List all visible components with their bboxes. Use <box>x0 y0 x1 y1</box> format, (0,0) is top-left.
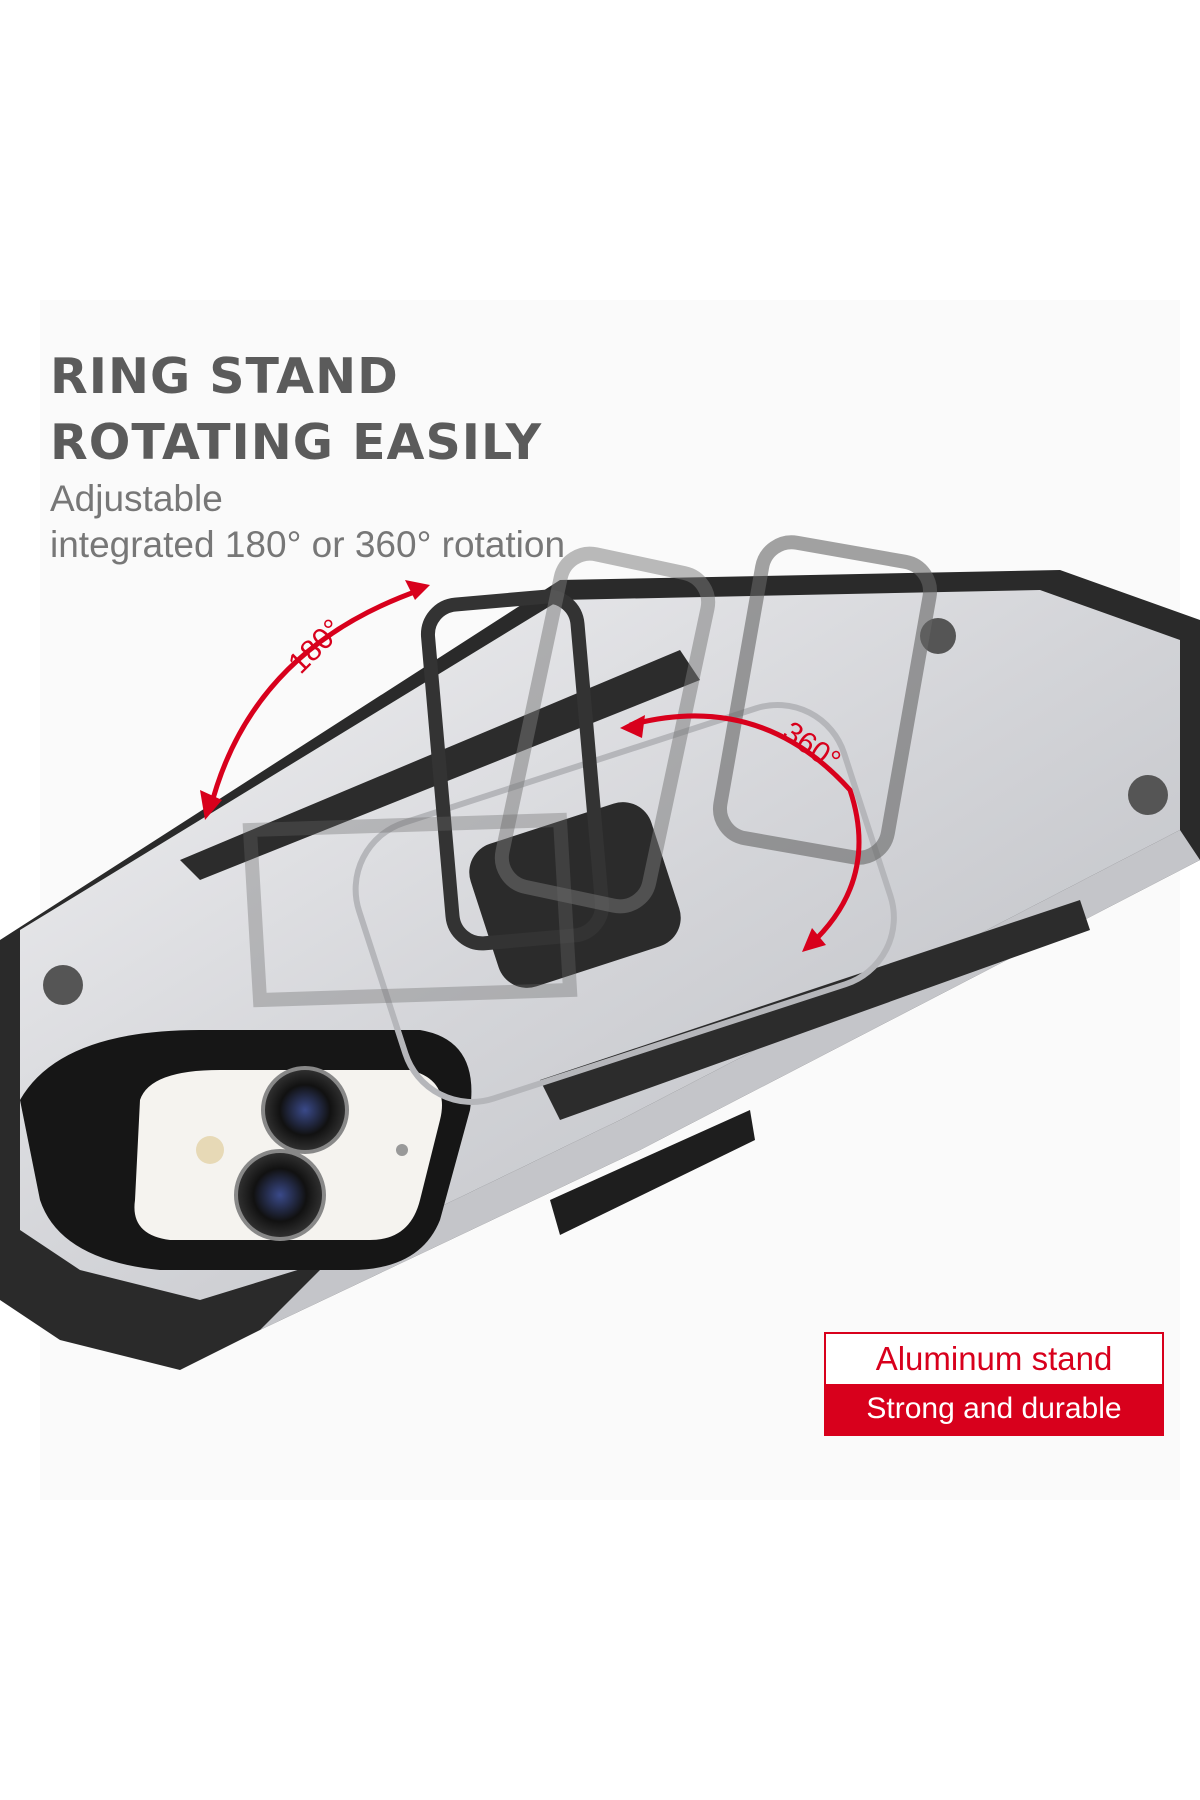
camera-lens <box>234 1149 326 1241</box>
arrow-head <box>620 715 645 738</box>
ring-frame <box>420 589 610 951</box>
headline-line-2: ROTATING EASILY <box>50 414 543 471</box>
ring-recess <box>352 701 897 1105</box>
flash <box>196 1136 224 1164</box>
arrow-head <box>200 790 222 820</box>
screw <box>43 965 83 1005</box>
badge-title: Aluminum stand <box>826 1334 1162 1384</box>
arrow-180 <box>207 587 421 811</box>
subtitle-line-1: Adjustable <box>50 478 223 519</box>
ring-frame-ghost <box>242 812 578 1008</box>
arrow-360 <box>629 713 862 947</box>
arrow-head <box>802 928 826 952</box>
feature-badge: Aluminum stand Strong and durable <box>824 1332 1164 1436</box>
arrow-head <box>405 580 430 600</box>
grip-strip <box>540 900 1090 1120</box>
ring-frame-ghost <box>712 535 938 865</box>
headline-line-1: RING STAND <box>50 348 399 405</box>
subtitle-line-2: integrated 180° or 360° rotation <box>50 524 566 565</box>
ring-frame-ghost <box>494 546 716 914</box>
mic <box>396 1144 408 1156</box>
badge-subtitle: Strong and durable <box>826 1384 1162 1434</box>
camera-lens <box>261 1066 349 1154</box>
side-button <box>550 1110 755 1235</box>
screw <box>1128 775 1168 815</box>
